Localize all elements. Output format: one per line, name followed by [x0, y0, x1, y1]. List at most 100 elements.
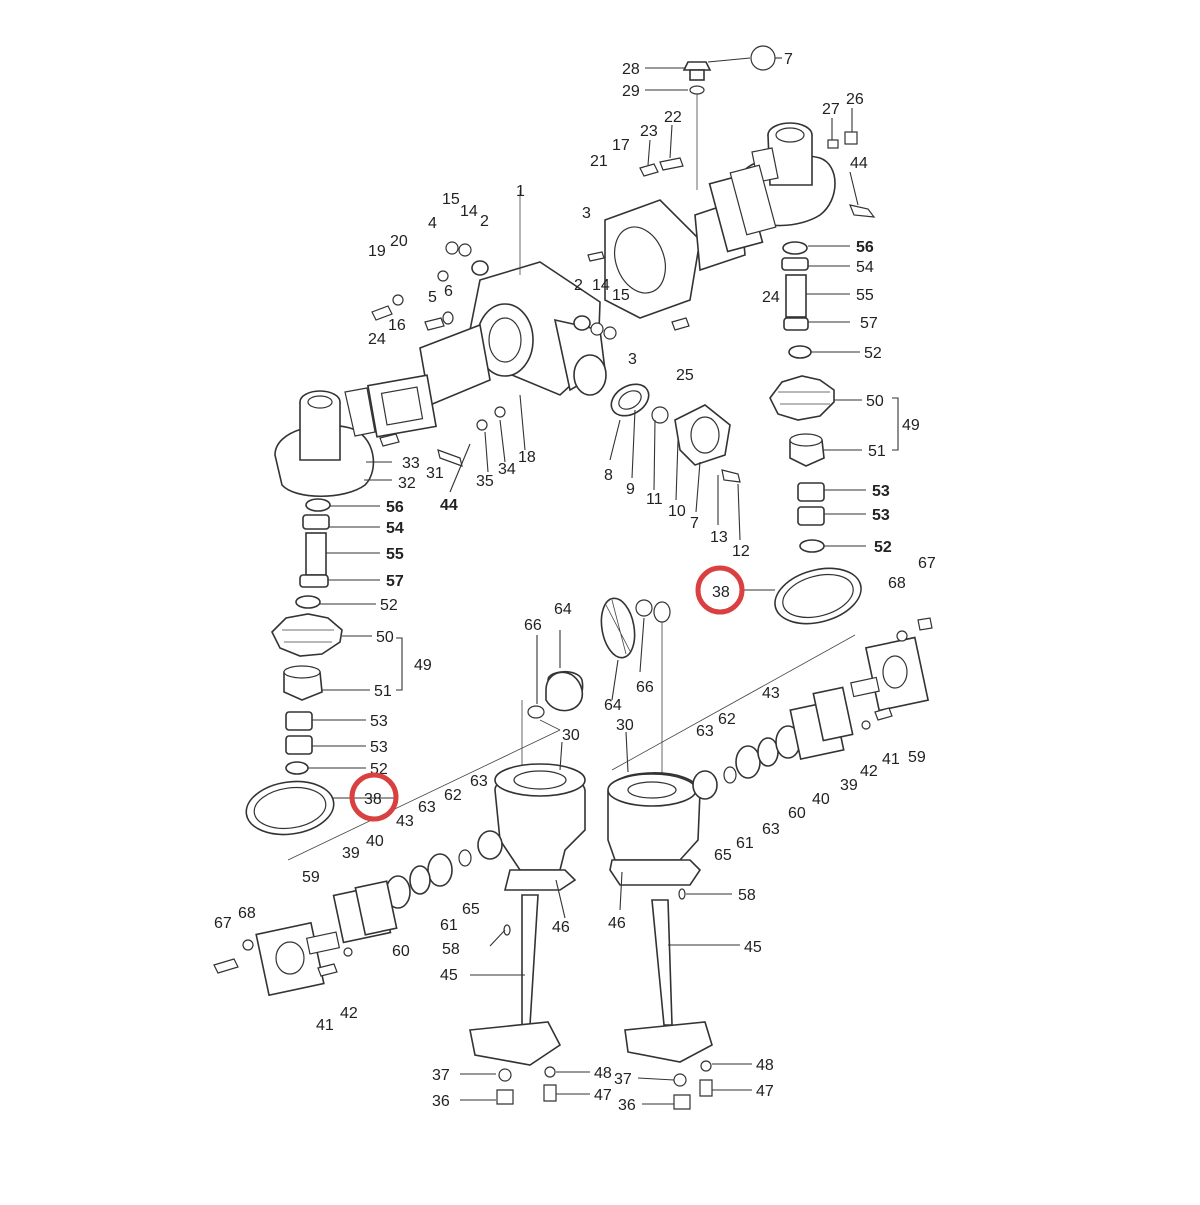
right-output-flange-parts — [610, 383, 741, 483]
highlight-ring-38-left — [349, 772, 399, 822]
callout-49-left: 49 — [414, 657, 432, 674]
callout-55-left: 55 — [386, 546, 404, 563]
callout-28: 28 — [622, 61, 640, 78]
right-output-shaft — [624, 888, 713, 1110]
callout-60-right: 60 — [788, 805, 806, 822]
callout-45-left: 45 — [440, 967, 458, 984]
callout-50-left: 50 — [376, 629, 394, 646]
callout-59-left: 59 — [302, 869, 320, 886]
callout-63-right-top: 63 — [696, 723, 714, 740]
callout-42-left: 42 — [340, 1005, 358, 1022]
callout-61-right: 61 — [736, 835, 754, 852]
callout-27: 27 — [822, 101, 840, 118]
callout-48-left: 48 — [594, 1065, 612, 1082]
callout-61-left: 61 — [440, 917, 458, 934]
callout-68-right: 68 — [888, 575, 906, 592]
callout-64-top: 64 — [554, 601, 572, 618]
callout-42-right: 42 — [860, 763, 878, 780]
callout-10: 10 — [668, 503, 686, 520]
upper-right-tube-and-flanges — [604, 164, 777, 319]
callout-17: 17 — [612, 137, 630, 154]
callout-68-left: 68 — [238, 905, 256, 922]
lower-left-shaft-parts — [213, 830, 503, 997]
right-bevel-gears — [769, 375, 835, 467]
left-shaft-stack — [295, 498, 331, 609]
callout-18: 18 — [518, 449, 536, 466]
callout-52-right-lower: 52 — [874, 539, 892, 556]
left-lower-bearings — [285, 711, 313, 775]
callout-25: 25 — [676, 367, 694, 384]
callout-34: 34 — [498, 461, 516, 478]
top-plug-assembly — [682, 61, 712, 190]
leader-lines — [308, 57, 899, 1105]
callout-63-right-b: 63 — [762, 821, 780, 838]
callout-43-left: 43 — [396, 813, 414, 830]
o-ring-right — [774, 567, 862, 625]
callout-15-lower: 15 — [612, 287, 630, 304]
callout-44-left: 44 — [440, 497, 458, 514]
callout-55-right: 55 — [856, 287, 874, 304]
callout-30-right: 30 — [616, 717, 634, 734]
callout-38-left: 38 — [364, 791, 382, 808]
mid-bevel-gears — [545, 597, 671, 712]
callout-53-left-a: 53 — [370, 713, 388, 730]
callout-35: 35 — [476, 473, 494, 490]
callout-58-right: 58 — [738, 887, 756, 904]
callout-52-left-upper: 52 — [380, 597, 398, 614]
callout-60-left: 60 — [392, 943, 410, 960]
callout-32: 32 — [398, 475, 416, 492]
lower-right-gearbox — [607, 772, 702, 886]
callout-11: 11 — [646, 491, 663, 508]
callout-36-right: 36 — [618, 1097, 636, 1114]
callout-53-left-b: 53 — [370, 739, 388, 756]
callout-47-right: 47 — [756, 1083, 774, 1100]
callout-39-left: 39 — [342, 845, 360, 862]
callout-14-lower: 14 — [592, 277, 610, 294]
callout-19: 19 — [368, 243, 386, 260]
callout-62-left: 62 — [444, 787, 462, 804]
callout-48-right: 48 — [756, 1057, 774, 1074]
callout-62-right: 62 — [718, 711, 736, 728]
callout-40-left: 40 — [366, 833, 384, 850]
left-bevel-gears — [271, 613, 343, 701]
callout-59-right: 59 — [908, 749, 926, 766]
callout-45-right: 45 — [744, 939, 762, 956]
callout-13: 13 — [710, 529, 728, 546]
callout-6: 6 — [444, 283, 453, 300]
callout-2-lower: 2 — [574, 277, 583, 294]
callout-46-left: 46 — [552, 919, 570, 936]
callout-47-left: 47 — [594, 1087, 612, 1104]
callout-37-left: 37 — [432, 1067, 450, 1084]
callout-38-right: 38 — [712, 584, 730, 601]
callout-64-mid: 64 — [604, 697, 622, 714]
callout-12: 12 — [732, 543, 750, 560]
callout-7-top: 7 — [784, 51, 793, 68]
callout-54-left: 54 — [386, 520, 404, 537]
callout-57-left: 57 — [386, 573, 404, 590]
callout-41-left: 41 — [316, 1017, 334, 1034]
callout-24-right: 24 — [762, 289, 780, 306]
left-tube-and-flange — [367, 190, 521, 438]
callout-1: 1 — [516, 183, 525, 200]
callout-4: 4 — [428, 215, 437, 232]
callout-7: 7 — [690, 515, 699, 532]
callout-21: 21 — [590, 153, 608, 170]
right-lower-bearings — [797, 482, 825, 553]
callout-8: 8 — [604, 467, 613, 484]
callout-65-right: 65 — [714, 847, 732, 864]
callout-26: 26 — [846, 91, 864, 108]
callout-29: 29 — [622, 83, 640, 100]
callout-41-right: 41 — [882, 751, 900, 768]
callout-9: 9 — [626, 481, 635, 498]
callout-50-right: 50 — [866, 393, 884, 410]
callout-67-left: 67 — [214, 915, 232, 932]
callout-66-left: 66 — [524, 617, 542, 634]
callout-37-right: 37 — [614, 1071, 632, 1088]
highlight-ring-38-right — [695, 565, 745, 615]
callout-52-right-upper: 52 — [864, 345, 882, 362]
callout-20: 20 — [390, 233, 408, 250]
callout-3-lower: 3 — [628, 351, 637, 368]
callout-44-top: 44 — [850, 155, 868, 172]
